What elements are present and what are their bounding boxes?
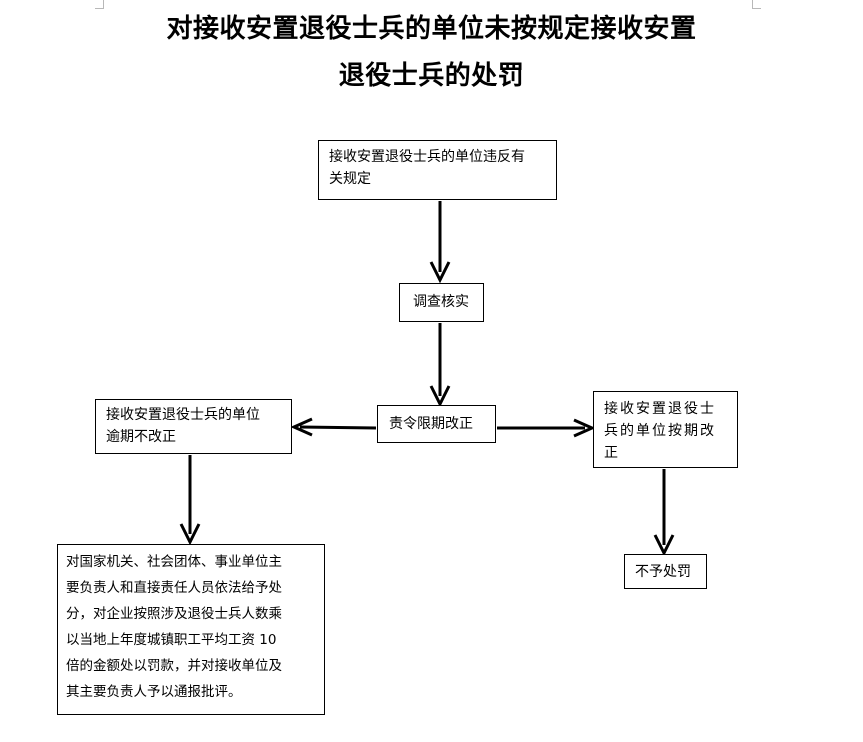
node-corrected-line-3: 正 bbox=[604, 445, 620, 461]
node-no-penalty-label: 不予处罚 bbox=[635, 564, 691, 580]
page-title-line-1: 对接收安置退役士兵的单位未按规定接收安置 bbox=[166, 14, 697, 44]
node-order-correction: 责令限期改正 bbox=[377, 405, 496, 443]
arrow-order-to-overdue bbox=[299, 425, 377, 430]
node-no-penalty: 不予处罚 bbox=[624, 554, 707, 589]
arrowhead-investigate-to-order bbox=[429, 385, 451, 408]
node-penalty-line-4: 以当地上年度城镇职工平均工资 10 bbox=[66, 632, 277, 648]
arrowhead-start-to-investigate bbox=[429, 261, 451, 284]
node-penalty-line-3: 分，对企业按照涉及退役士兵人数乘 bbox=[66, 606, 282, 622]
arrowhead-corrected-to-no-penalty bbox=[653, 534, 675, 557]
arrowhead-overdue-to-penalty bbox=[179, 523, 201, 546]
node-penalty-line-1: 对国家机关、社会团体、事业单位主 bbox=[66, 554, 282, 570]
node-unit-violation-line-1: 接收安置退役士兵的单位违反有 bbox=[329, 149, 525, 165]
node-investigate-label: 调查核实 bbox=[413, 294, 469, 310]
node-investigate: 调查核实 bbox=[399, 283, 484, 322]
page-corner-mark-right bbox=[752, 0, 761, 9]
arrowhead-order-to-overdue bbox=[290, 417, 313, 437]
node-penalty-line-5: 倍的金额处以罚款，并对接收单位及 bbox=[66, 658, 282, 674]
node-unit-violation-line-2: 关规定 bbox=[329, 171, 371, 187]
node-overdue-line-2: 逾期不改正 bbox=[106, 429, 176, 445]
node-penalty-line-2: 要负责人和直接责任人员依法给予处 bbox=[66, 580, 282, 596]
node-penalty-line-6: 其主要负责人予以通报批评。 bbox=[66, 684, 242, 700]
page-title-line-2: 退役士兵的处罚 bbox=[338, 61, 525, 91]
node-order-correction-label: 责令限期改正 bbox=[389, 416, 473, 432]
node-corrected-on-time: 接收安置退役士 兵的单位按期改 正 bbox=[593, 391, 738, 468]
node-overdue-not-corrected: 接收安置退役士兵的单位 逾期不改正 bbox=[95, 399, 292, 454]
node-overdue-line-1: 接收安置退役士兵的单位 bbox=[106, 407, 260, 423]
node-corrected-line-2: 兵的单位按期改 bbox=[604, 423, 716, 439]
node-corrected-line-1: 接收安置退役士 bbox=[604, 401, 716, 417]
page-corner-mark-left bbox=[95, 0, 104, 9]
node-unit-violation: 接收安置退役士兵的单位违反有 关规定 bbox=[318, 140, 557, 200]
node-penalty: 对国家机关、社会团体、事业单位主 要负责人和直接责任人员依法给予处 分，对企业按… bbox=[57, 544, 325, 715]
arrowhead-order-to-corrected bbox=[573, 418, 596, 438]
